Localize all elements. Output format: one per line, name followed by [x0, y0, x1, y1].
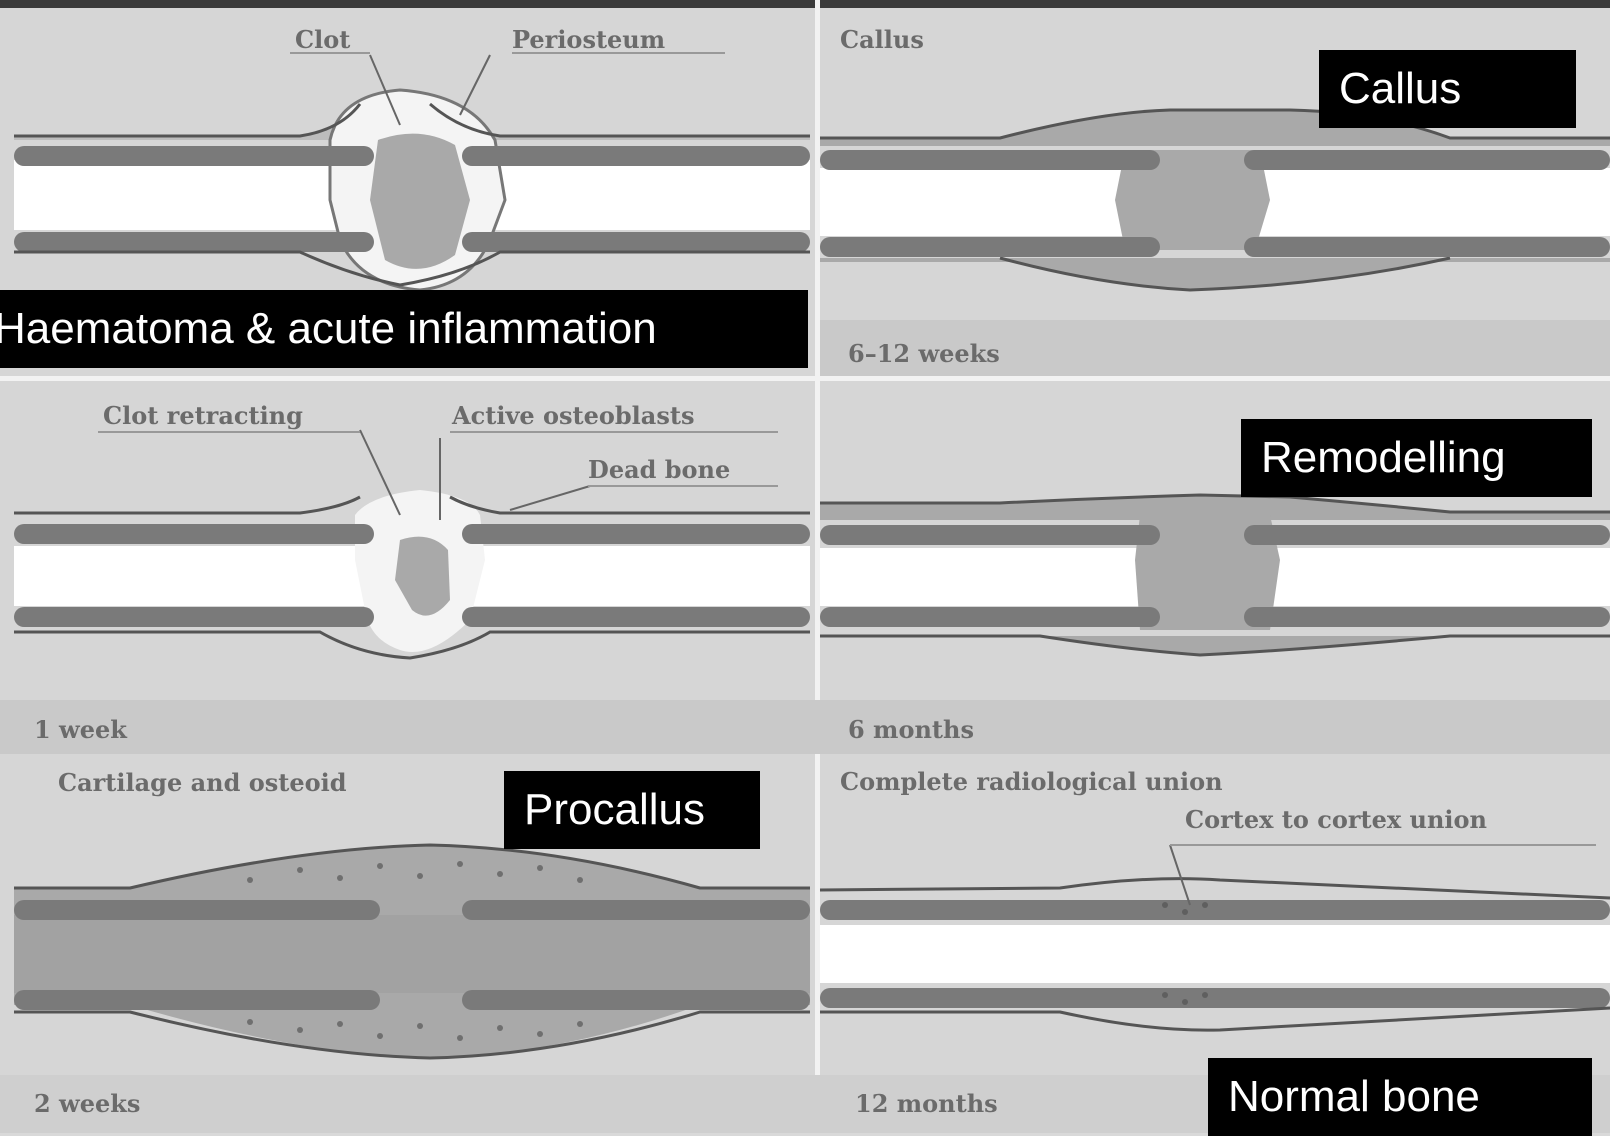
callus-label: Callus: [1319, 50, 1576, 128]
time-2-weeks: 2 weeks: [34, 1089, 140, 1118]
haematoma-label: Haematoma & acute inflammation: [0, 290, 808, 368]
time-6-months: 6 months: [848, 715, 974, 744]
cartilage-osteoid-annotation: Cartilage and osteoid: [58, 768, 347, 797]
time-6-12-weeks: 6–12 weeks: [848, 339, 1000, 368]
time-1-week: 1 week: [34, 715, 128, 744]
cortex-union-annotation: Cortex to cortex union: [1185, 805, 1487, 834]
time-12-months: 12 months: [855, 1089, 998, 1118]
clot-annotation: Clot: [295, 25, 350, 54]
remodelling-label: Remodelling: [1241, 419, 1592, 497]
clot-retracting-annotation: Clot retracting: [103, 401, 303, 430]
active-osteoblasts-annotation: Active osteoblasts: [451, 401, 694, 430]
periosteum-annotation: Periosteum: [512, 25, 665, 54]
procallus-label: Procallus: [504, 771, 760, 849]
callus-annotation: Callus: [840, 25, 924, 54]
complete-union-annotation: Complete radiological union: [840, 767, 1223, 796]
dead-bone-annotation: Dead bone: [588, 455, 730, 484]
normal-bone-label: Normal bone: [1208, 1058, 1592, 1136]
